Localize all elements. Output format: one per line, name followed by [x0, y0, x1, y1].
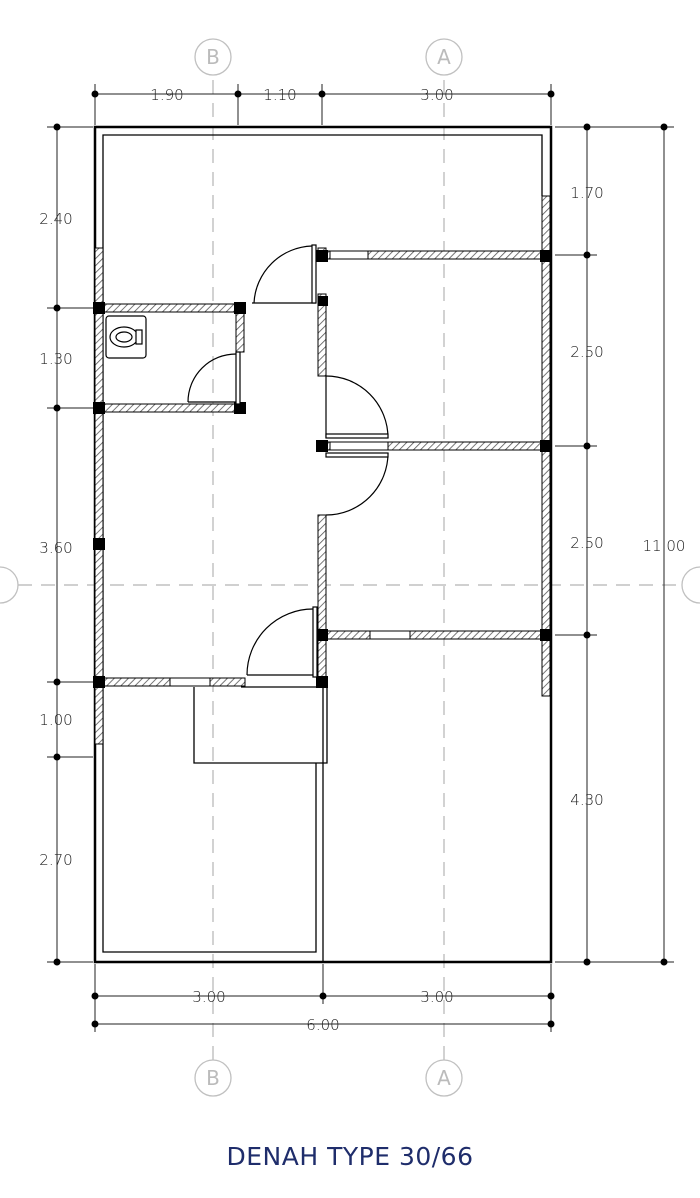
dim-top-3: 3.00 [420, 86, 453, 104]
dim-top-1: 1.90 [150, 86, 183, 104]
grid-label-b-bottom: B [206, 1066, 220, 1090]
wall-left-upper [94, 247, 104, 745]
wall-bath-bottom [94, 403, 241, 413]
dim-right-2: 2.50 [570, 343, 603, 361]
dim-bottom-total: 6.00 [306, 1016, 339, 1034]
dimension-dots [53, 90, 668, 1028]
dim-right-3: 2.50 [570, 534, 603, 552]
plan-title: DENAH TYPE 30/66 [226, 1142, 474, 1171]
dim-left-2: 1.30 [39, 350, 72, 368]
dim-right-4: 4.30 [570, 791, 603, 809]
door-bedroom-upper [325, 375, 389, 439]
dim-top-2: 1.10 [263, 86, 296, 104]
dim-bottom-2: 3.00 [420, 988, 453, 1006]
wall-corridor-right-1 [317, 293, 327, 377]
window-living [169, 677, 211, 687]
door-bedroom1 [252, 244, 317, 304]
columns [93, 250, 552, 688]
door-kitchen [246, 606, 318, 678]
door-bathroom [187, 351, 241, 405]
windows [169, 250, 411, 687]
grid-label-a-top: A [437, 45, 451, 69]
grid-label-b-top: B [206, 45, 220, 69]
dim-left-3: 3.60 [39, 539, 72, 557]
window-bedroom-mid [329, 441, 389, 451]
dim-right-total: 11.00 [643, 537, 686, 555]
window-bedroom2 [369, 630, 411, 640]
window-bedroom1 [329, 250, 369, 260]
carport-lines [102, 650, 328, 962]
grid-bubble-b-bottom [194, 1059, 232, 1097]
toilet-icon [105, 315, 147, 359]
walls [94, 195, 551, 745]
dim-right-1: 1.70 [570, 184, 603, 202]
wall-bath-top [94, 303, 241, 313]
grid-label-a-bottom: A [437, 1066, 451, 1090]
dimension-lines [47, 84, 674, 1032]
dim-left-4: 1.00 [39, 711, 72, 729]
dim-bottom-1: 3.00 [192, 988, 225, 1006]
dim-left-5: 2.70 [39, 851, 72, 869]
dim-left-1: 2.40 [39, 210, 72, 228]
doors [187, 244, 389, 678]
grid-bubble-a-bottom [425, 1059, 463, 1097]
grid-bubble-left [0, 566, 19, 604]
grid-bubble-b-top [194, 38, 232, 76]
grid-lines [18, 80, 682, 1060]
wall-bedroom2-bottom [319, 630, 546, 640]
door-bedroom-lower [325, 452, 389, 516]
grid-bubbles [0, 38, 700, 1097]
grid-bubble-a-top [425, 38, 463, 76]
grid-bubble-right [681, 566, 700, 604]
